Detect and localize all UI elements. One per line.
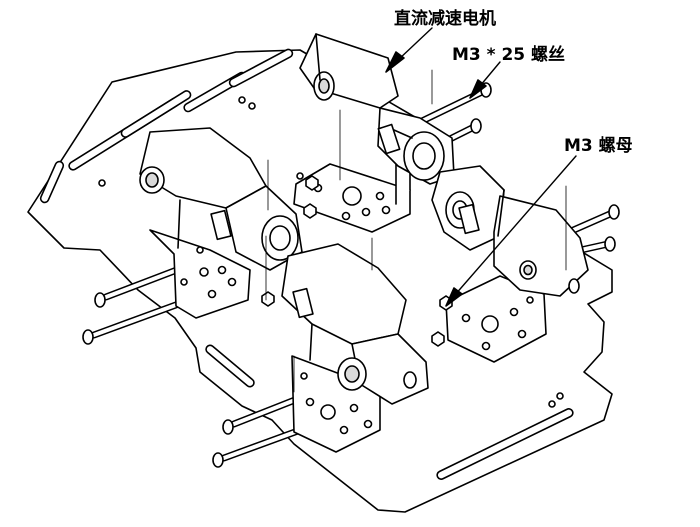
nut-5: [261, 291, 275, 307]
bolt-bottom-lower: [212, 424, 310, 468]
bracket-right: [445, 275, 547, 363]
plate-slots: [39, 48, 574, 480]
callout-leaders: [385, 27, 577, 307]
bolt-left-upper: [94, 264, 186, 308]
motor-right: [431, 165, 589, 297]
bracket-left: [149, 229, 251, 319]
arrow-nut-icon: [445, 287, 463, 307]
label-m3-nut: M3 螺母: [564, 136, 633, 156]
motor-left: [139, 127, 303, 271]
nut-1: [305, 175, 319, 191]
alignment-lines: [265, 69, 567, 393]
motor-bottom: [281, 243, 429, 405]
label-m3-screw: M3 * 25 螺丝: [452, 45, 566, 65]
bolt-left-lower: [82, 298, 188, 345]
bolt-bottom-upper: [222, 394, 304, 435]
bracket-bottom-center: [291, 355, 381, 453]
nut-4: [431, 331, 445, 347]
nut-2: [303, 203, 317, 219]
motor-top: [299, 33, 455, 185]
label-dc-gear-motor: 直流减速电机: [394, 9, 496, 29]
arrow-screw-icon: [469, 79, 487, 99]
arrow-motor-icon: [385, 51, 405, 73]
